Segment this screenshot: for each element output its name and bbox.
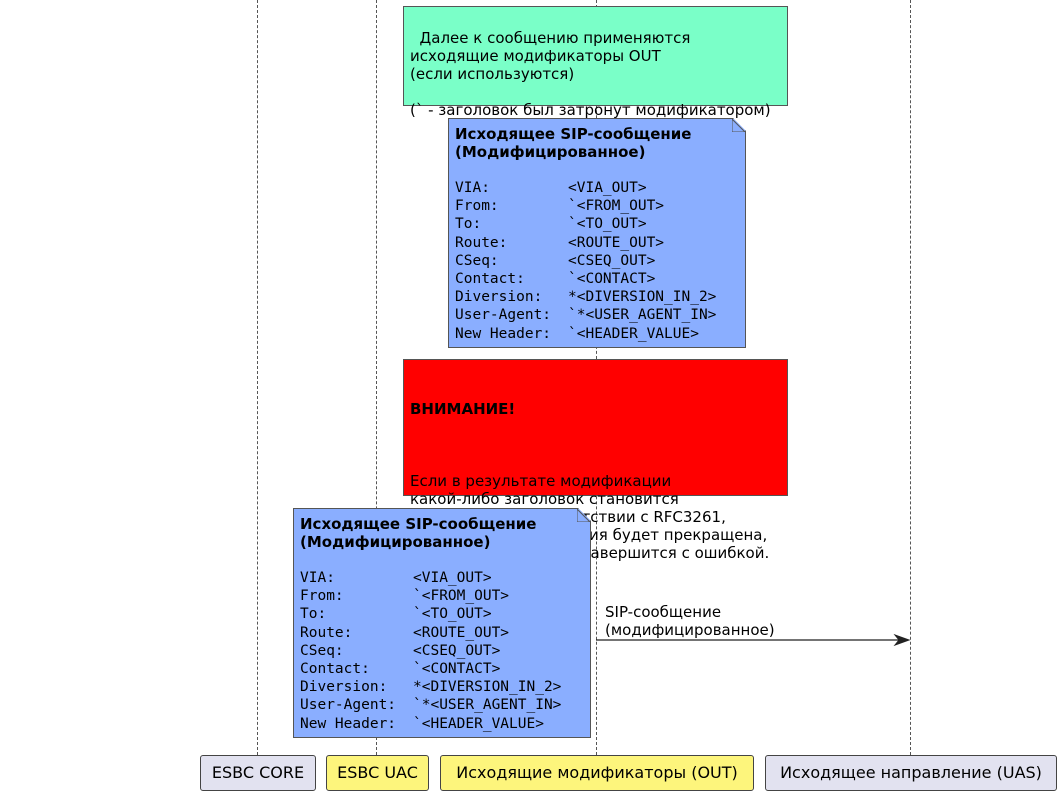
info-note-text: Далее к сообщению применяются исходящие … (410, 29, 771, 119)
header-value: `<HEADER_VALUE> (413, 715, 544, 732)
header-value: `<TO_OUT> (413, 606, 492, 623)
modified-message-note-bottom: Исходящее SIP-сообщение (Модифицированно… (293, 508, 591, 738)
header-list: VIA: <VIA_OUT> From: `<FROM_OUT> To: `<TO_O… (300, 569, 584, 733)
header-name: VIA: (300, 570, 335, 586)
header-value: `<CONTACT> (568, 271, 656, 288)
header-value: <ROUTE_OUT> (568, 234, 665, 251)
header-value: <ROUTE_OUT> (413, 624, 510, 641)
info-note: Далее к сообщению применяются исходящие … (403, 6, 788, 119)
header-value: *<DIVERSION_IN_2> (413, 679, 562, 696)
header-value: `*<USER_AGENT_IN> (568, 307, 717, 324)
header-value: `<FROM_OUT> (413, 588, 510, 605)
note-title: Исходящее SIP-сообщение (Модифицированно… (455, 125, 692, 161)
participant-outgoing-direction: Исходящее направление (UAS) (765, 755, 1057, 791)
message-arrow (596, 633, 911, 647)
note-title: Исходящее SIP-сообщение (Модифицированно… (300, 515, 537, 551)
header-name: To: (455, 216, 482, 233)
lifeline-esbc-core (257, 0, 258, 755)
modified-message-note-top: Исходящее SIP-сообщение (Модифицированно… (448, 118, 746, 348)
header-name: Route: (455, 234, 508, 251)
header-name: Route: (300, 624, 353, 641)
header-value: `*<USER_AGENT_IN> (413, 697, 562, 714)
folded-corner-icon (577, 509, 590, 522)
header-value: <VIA_OUT> (413, 570, 492, 586)
header-name: CSeq: (300, 642, 344, 659)
header-name: Diversion: (300, 679, 388, 696)
lifeline-esbc-uac (376, 0, 377, 755)
header-value: `<TO_OUT> (568, 216, 647, 233)
header-name: Diversion: (455, 289, 543, 306)
warning-title: ВНИМАНИЕ! (410, 400, 516, 418)
header-value: `<FROM_OUT> (568, 198, 665, 215)
participant-esbc-uac: ESBC UAC (326, 755, 429, 791)
arrow-head-icon (893, 633, 911, 647)
participant-esbc-core: ESBC CORE (200, 755, 316, 791)
header-value: `<HEADER_VALUE> (568, 325, 699, 342)
header-list: VIA: <VIA_OUT> From: `<FROM_OUT> To: `<TO_O… (455, 179, 739, 343)
header-value: <VIA_OUT> (568, 180, 647, 196)
header-value: *<DIVERSION_IN_2> (568, 289, 717, 306)
header-name: New Header: (455, 325, 552, 342)
header-name: CSeq: (455, 252, 499, 269)
header-name: VIA: (455, 180, 490, 196)
participant-out-modifiers: Исходящие модификаторы (OUT) (440, 755, 754, 791)
header-value: `<CONTACT> (413, 661, 501, 678)
folded-corner-icon (732, 119, 745, 132)
header-value: <CSEQ_OUT> (413, 642, 501, 659)
header-name: To: (300, 606, 327, 623)
header-name: From: (300, 588, 344, 605)
header-value: <CSEQ_OUT> (568, 252, 656, 269)
header-name: From: (455, 198, 499, 215)
header-name: User-Agent: (300, 697, 397, 714)
warning-note: ВНИМАНИЕ! Если в результате модификации … (403, 359, 788, 562)
header-name: Contact: (455, 271, 525, 288)
header-name: User-Agent: (455, 307, 552, 324)
header-name: Contact: (300, 661, 370, 678)
message-label: SIP-сообщение (модифицированное) (605, 603, 775, 639)
header-name: New Header: (300, 715, 397, 732)
lifeline-outgoing-direction (910, 0, 911, 755)
